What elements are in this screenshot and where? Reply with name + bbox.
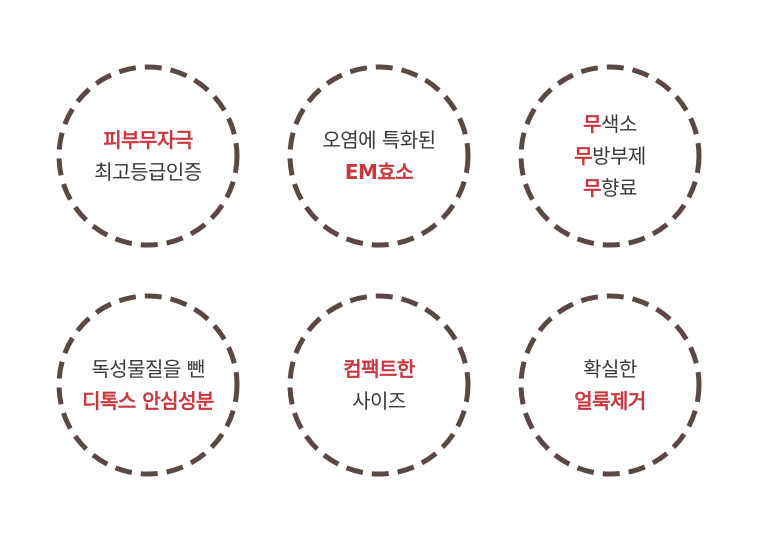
badge-free-from: 무색소 무방부제 무향료	[515, 61, 705, 251]
badge-line-pigment: 무색소	[583, 108, 637, 140]
badge-em-enzyme: 오염에 특화된 EM효소	[284, 61, 474, 251]
badge-headline: 얼룩제거	[574, 389, 646, 413]
line-rest: 방부제	[592, 144, 646, 168]
badge-text: 확실한 얼룩제거	[515, 290, 705, 480]
badge-subline: 최고등급인증	[94, 160, 202, 184]
accent-char: 무	[583, 112, 602, 136]
badge-subline: 독성물질을 뺀	[91, 357, 205, 381]
badge-skin-safety: 피부무자극 최고등급인증	[53, 61, 243, 251]
badge-stain-removal: 확실한 얼룩제거	[515, 290, 705, 480]
dashed-circle-border	[287, 64, 471, 248]
dashed-circle-border	[287, 293, 471, 477]
badge-headline: 피부무자극	[103, 128, 193, 152]
badge-text: 무색소 무방부제 무향료	[515, 61, 705, 251]
badge-text: 컴팩트한 사이즈	[284, 290, 474, 480]
badge-headline: 컴팩트한	[343, 357, 415, 381]
badge-line-preservative: 무방부제	[574, 140, 646, 172]
badge-text: 피부무자극 최고등급인증	[53, 61, 243, 251]
dashed-circle-border	[56, 293, 240, 477]
dashed-circle-border	[518, 293, 702, 477]
badge-headline: 디톡스 안심성분	[82, 389, 214, 413]
accent-char: 무	[574, 144, 593, 168]
badge-subline: 확실한	[583, 357, 637, 381]
badge-subline: 오염에 특화된	[322, 128, 436, 152]
badge-text: 오염에 특화된 EM효소	[284, 61, 474, 251]
badge-text: 독성물질을 뺀 디톡스 안심성분	[53, 290, 243, 480]
badge-headline: EM효소	[344, 160, 414, 184]
badge-line-fragrance: 무향료	[583, 172, 637, 204]
badge-subline: 사이즈	[352, 389, 406, 413]
line-rest: 향료	[601, 176, 637, 200]
dashed-circle-border	[518, 64, 702, 248]
badge-detox: 독성물질을 뺀 디톡스 안심성분	[53, 290, 243, 480]
badge-compact-size: 컴팩트한 사이즈	[284, 290, 474, 480]
accent-char: 무	[583, 176, 602, 200]
line-rest: 색소	[601, 112, 637, 136]
dashed-circle-border	[56, 64, 240, 248]
